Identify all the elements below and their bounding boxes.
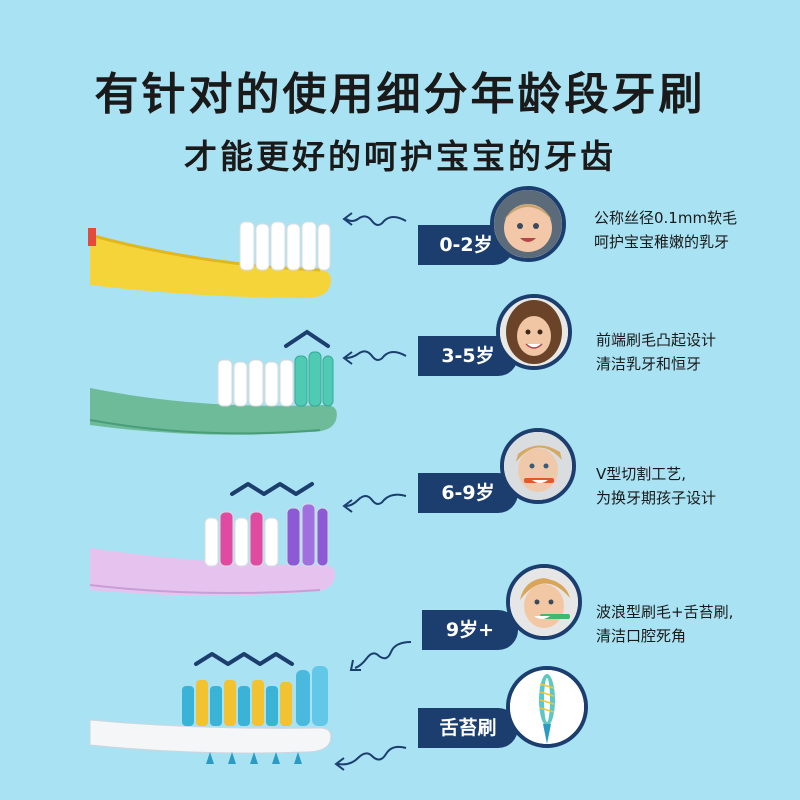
- squiggle-arrow-1: [342, 212, 407, 226]
- desc-0-2-line2: 呵护宝宝稚嫩的乳牙: [594, 233, 730, 251]
- curly-haired-girl-photo: [496, 294, 572, 370]
- desc-6-9: V型切割工艺, 为换牙期孩子设计: [596, 462, 716, 510]
- squiggle-arrow-3: [342, 493, 407, 513]
- smiling-baby-photo: [490, 186, 566, 262]
- desc-0-2: 公称丝径0.1mm软毛 呵护宝宝稚嫩的乳牙: [594, 206, 737, 254]
- squiggle-arrow-4: [349, 641, 412, 671]
- desc-3-5-line2: 清洁乳牙和恒牙: [596, 355, 702, 373]
- older-boy-brushing-photo: [506, 564, 582, 640]
- boy-brushing-teeth-photo: [500, 428, 576, 504]
- headline-line1: 有针对的使用细分年龄段牙刷: [94, 69, 706, 120]
- desc-9-plus-line2: 清洁口腔死角: [596, 627, 687, 645]
- squiggle-arrow-2: [342, 350, 407, 365]
- desc-6-9-line2: 为换牙期孩子设计: [596, 489, 717, 507]
- desc-3-5: 前端刷毛凸起设计 清洁乳牙和恒牙: [596, 328, 716, 376]
- desc-0-2-line1: 公称丝径0.1mm软毛: [594, 209, 738, 227]
- desc-9-plus: 波浪型刷毛+舌苔刷, 清洁口腔死角: [596, 600, 733, 648]
- tongue-cleaner-pill: 舌苔刷: [418, 708, 518, 748]
- desc-6-9-line1: V型切割工艺,: [596, 465, 687, 483]
- squiggle-arrow-5: [334, 745, 407, 771]
- desc-9-plus-line1: 波浪型刷毛+舌苔刷,: [596, 603, 734, 621]
- desc-3-5-line1: 前端刷毛凸起设计: [596, 331, 717, 349]
- tongue-cleaner-closeup: [506, 666, 588, 748]
- age-pill-9-plus: 9岁+: [422, 610, 518, 650]
- age-pill-6-9: 6-9岁: [418, 473, 518, 513]
- headline-line2: 才能更好的呵护宝宝的牙齿: [184, 137, 616, 176]
